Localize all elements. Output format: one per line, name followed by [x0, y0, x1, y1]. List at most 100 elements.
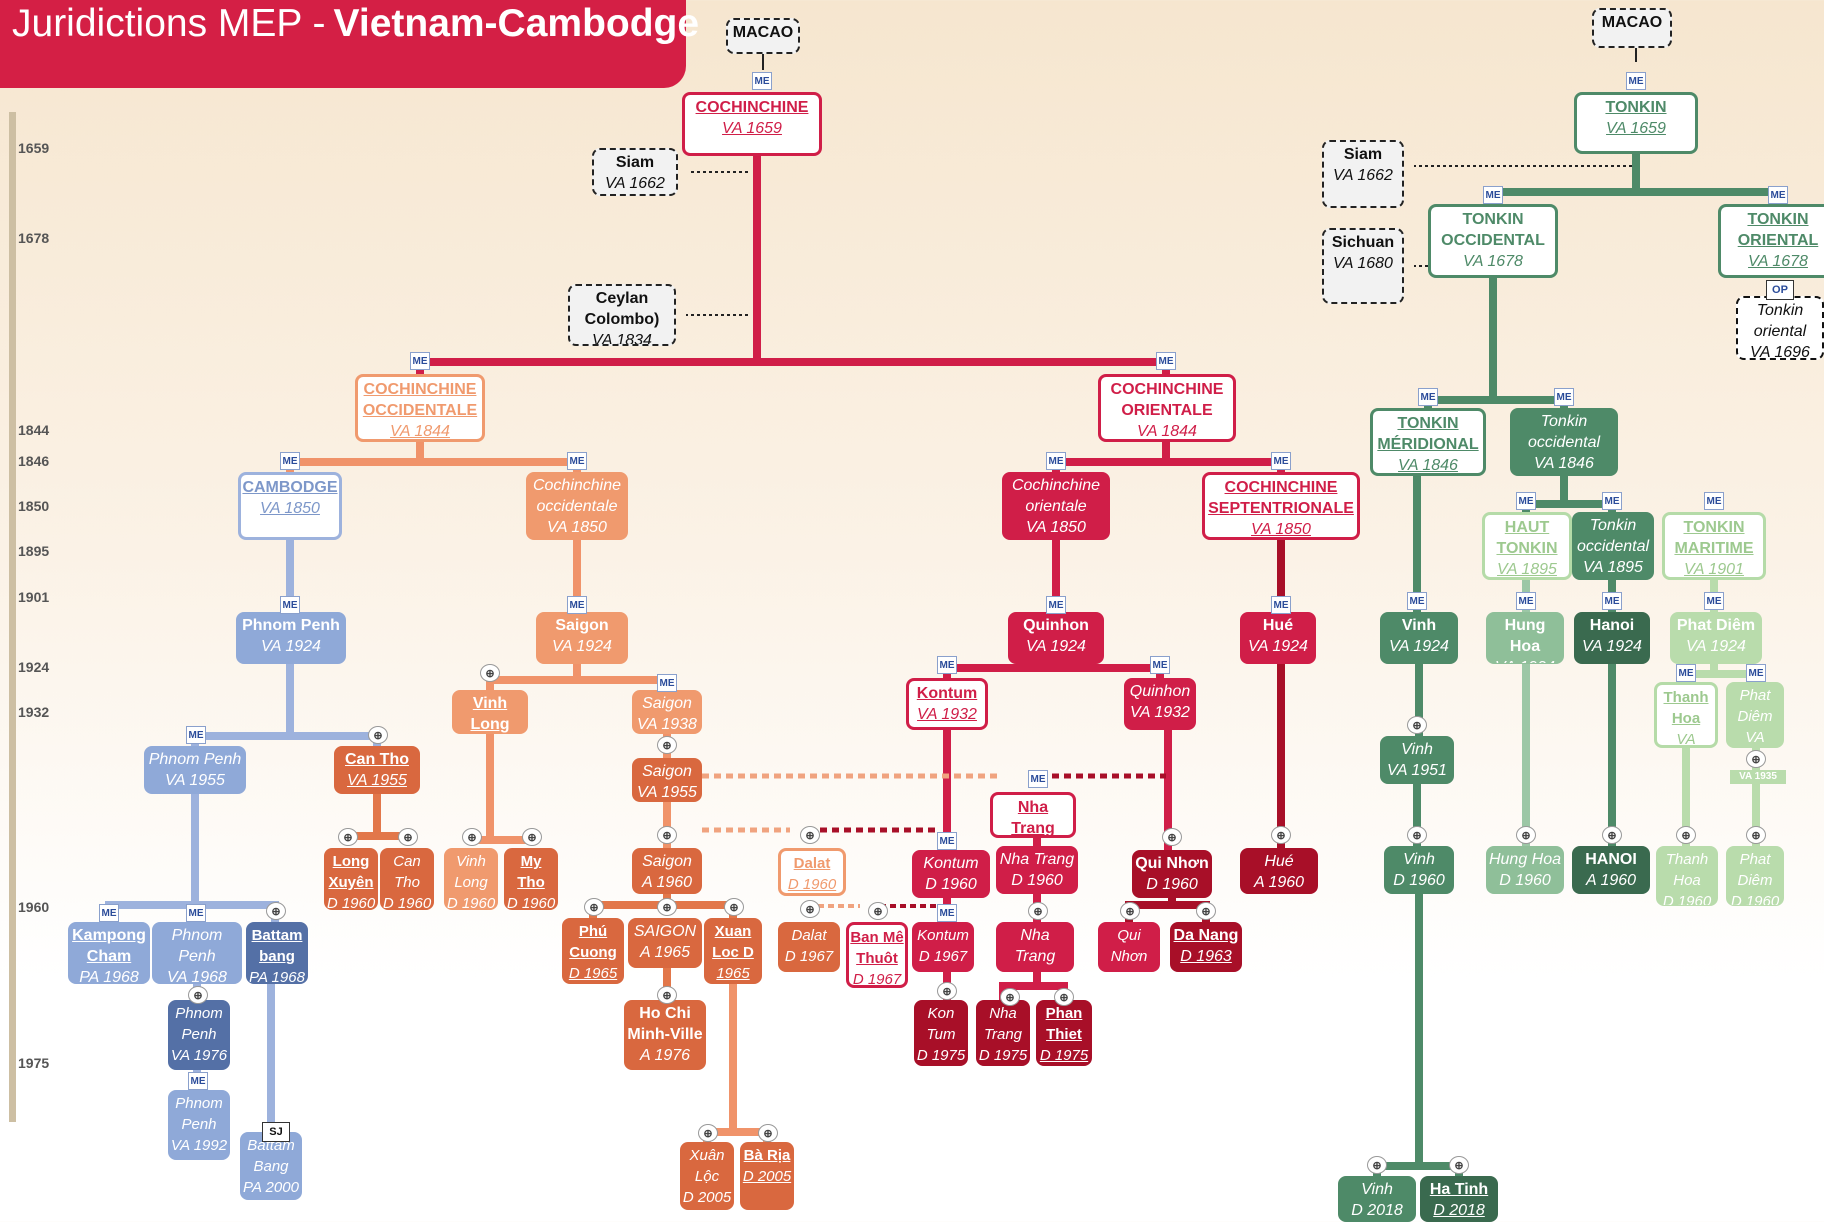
node-ceylan: Ceylan Colombo)VA 1834 — [568, 284, 676, 346]
node-name: Qui Nhơn — [1135, 855, 1209, 872]
node-name: Ho Chi Minh-Ville — [627, 1005, 703, 1043]
node-name: Thanh Hoa — [1663, 689, 1709, 727]
node-date: VA 1850 — [260, 500, 320, 517]
node-date: VA 1932 — [1676, 731, 1696, 748]
connector — [105, 794, 199, 922]
mep-emblem-icon: ME — [1407, 592, 1427, 610]
node-name: Saigon — [642, 695, 692, 712]
node-date: PA 1968 — [249, 969, 305, 984]
mep-emblem-icon: ME — [752, 72, 772, 90]
node-quinhon1924: Quinhon VA 1924 — [1008, 612, 1104, 664]
node-baria: Bà Rịa D 2005 — [740, 1142, 794, 1210]
node-name: Bà Rịa — [743, 1147, 791, 1164]
node-name: Hanoi — [1589, 617, 1635, 634]
node-date: VA 1924 — [1488, 657, 1562, 663]
node-name: Quinhon — [1023, 617, 1089, 634]
node-date: D 1960 — [506, 895, 556, 910]
node-date: D 1975 — [1039, 1047, 1089, 1064]
node-date: VA 1938 — [637, 716, 697, 733]
node-date: D 2005 — [742, 1168, 792, 1185]
mep-emblem-icon: ME — [1704, 592, 1724, 610]
node-date: VA 1844 — [1137, 423, 1197, 440]
mep-emblem-icon: ME — [1676, 664, 1696, 682]
node-date: VA 1834 — [592, 332, 652, 346]
node-name: Nha Trang — [983, 1005, 1023, 1043]
node-name: Cochinchine orientale — [1011, 477, 1101, 515]
node-name: Da Nang — [1173, 927, 1239, 944]
diocese-seal-icon: ⊕ — [1407, 716, 1427, 734]
diocese-seal-icon: ⊕ — [1449, 1156, 1469, 1174]
diocese-seal-icon: ⊕ — [1054, 988, 1074, 1006]
node-date: VA 1895 — [1497, 561, 1557, 578]
node-name: Nha Trang — [1011, 799, 1055, 837]
node-name: Vinh Long — [454, 853, 488, 891]
node-name: Thanh Hoa — [1665, 851, 1709, 889]
node-date: A 1976 — [639, 1047, 691, 1064]
node-date: D 1975 — [978, 1047, 1028, 1064]
diocese-seal-icon: ⊕ — [1028, 902, 1048, 920]
node-date: D 1967 — [852, 971, 902, 988]
node-date: VA 1850 — [1026, 519, 1086, 536]
node-macao2: MACAO — [1592, 8, 1672, 48]
node-name: Dalat — [791, 927, 827, 944]
node-date: VA 1955 — [165, 772, 225, 789]
node-date: D 1960 — [925, 876, 977, 893]
node-date: D 1960 — [1499, 872, 1551, 889]
mep-emblem-icon: ME — [186, 904, 206, 922]
mep-emblem-icon: ME — [1554, 388, 1574, 406]
node-macao1: MACAO — [726, 18, 800, 54]
node-date: VA 1932 — [917, 706, 977, 723]
node-date: VA 1924 — [1026, 638, 1086, 655]
mep-emblem-icon: ME — [410, 352, 430, 370]
node-date: VA 1846 — [1398, 457, 1458, 474]
diocese-seal-icon: ⊕ — [937, 982, 957, 1000]
node-date: D 2018 — [1351, 1202, 1403, 1219]
node-name: Phnom Penh — [175, 1095, 223, 1133]
node-name: Can Tho — [393, 853, 421, 891]
node-date: D 1960 — [1146, 876, 1198, 893]
connector — [486, 664, 581, 690]
node-name: Xuan Loc D — [712, 923, 754, 961]
node-date: PA 2000 — [243, 1179, 299, 1196]
node-date: D 1975 — [916, 1047, 966, 1064]
diocese-seal-icon: ⊕ — [724, 898, 744, 916]
node-name: Kontum — [917, 927, 969, 944]
connector — [420, 458, 581, 472]
node-date: VA 1924 — [552, 638, 612, 655]
connector — [1056, 664, 1164, 678]
node-date: VA 1976 — [170, 1047, 228, 1064]
node-date: VA 1895 — [1583, 559, 1643, 576]
node-hcm: Ho Chi Minh-Ville A 1976 — [624, 1000, 706, 1070]
node-date: D 2018 — [1433, 1202, 1485, 1219]
mep-emblem-icon: ME — [937, 832, 957, 850]
node-date: VA 1850 — [547, 519, 607, 536]
mep-emblem-icon: ME — [1418, 388, 1438, 406]
node-name: Phat Diêm — [1676, 617, 1756, 634]
title-banner: Juridictions MEP -Vietnam-Cambodge — [0, 0, 699, 88]
diocese-seal-icon: ⊕ — [1196, 902, 1216, 920]
timeline-year: 1659 — [18, 140, 50, 156]
node-date: VA 1951 — [1387, 762, 1447, 779]
node-date: VA 1850 — [1251, 521, 1311, 538]
node-date: D 1963 — [1100, 967, 1158, 971]
node-name: Vinh — [1403, 851, 1435, 868]
node-date: VA 1924 — [1686, 638, 1746, 655]
